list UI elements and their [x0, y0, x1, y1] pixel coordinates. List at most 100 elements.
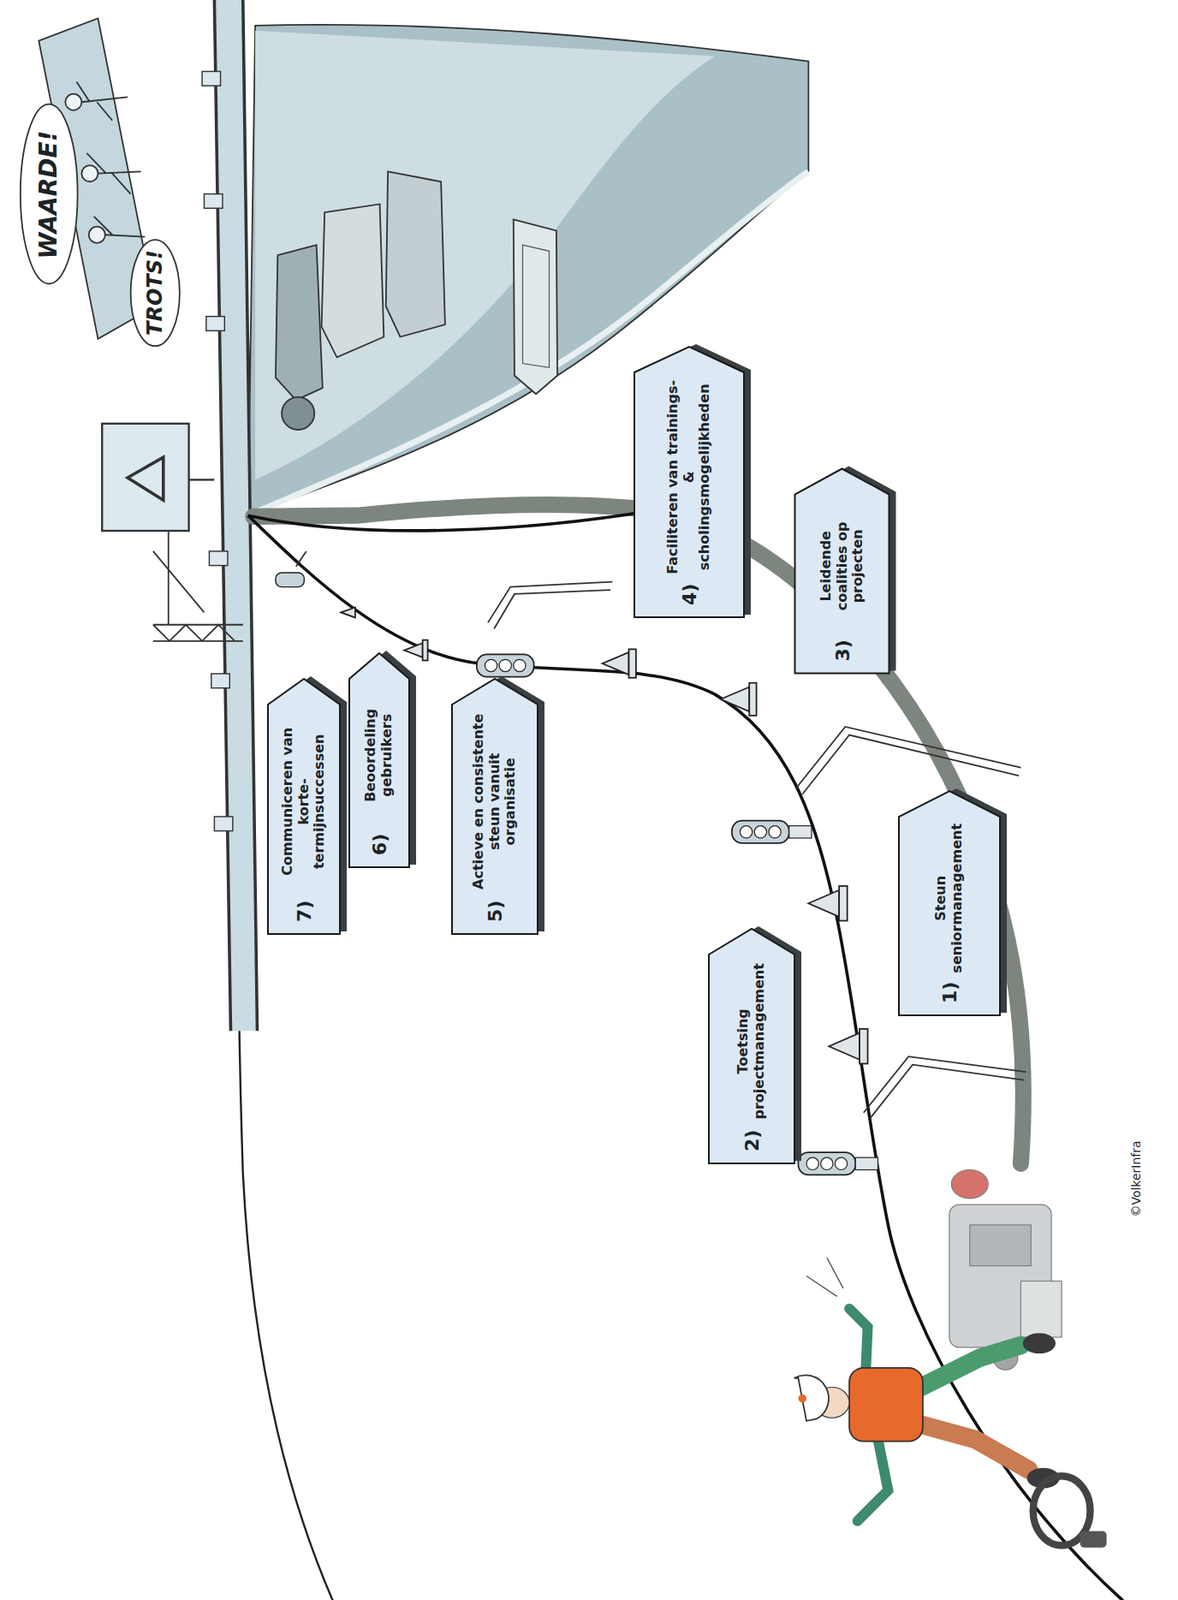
signpost-text: Beoordeling gebruikers — [362, 685, 396, 826]
signpost: 5) Actieve en consistente steun vanuit or… — [452, 678, 538, 935]
recycling-symbol — [127, 457, 164, 500]
worker — [794, 1257, 1060, 1522]
recycling-sign — [101, 423, 189, 531]
signpost-arrow — [267, 678, 340, 935]
callout-number: 4) — [678, 583, 701, 606]
cone-base — [838, 886, 848, 922]
signpost-content: 7)Communiceren van korte-termijnsuccesse… — [267, 678, 340, 935]
lamp — [754, 826, 767, 839]
exclamation: WAARDE! — [35, 130, 64, 259]
signpost: 4) Faciliteren van trainings- & scholings… — [634, 346, 744, 618]
lamp — [484, 659, 497, 672]
road-line — [248, 510, 654, 531]
quay-edge — [214, 0, 231, 1031]
tugboat — [281, 397, 315, 430]
signpost-content: 3) Leidende coalities op projecten — [794, 469, 889, 674]
cone-base — [859, 1029, 869, 1065]
signpost: 7)Communiceren van korte-termijnsuccesse… — [267, 678, 340, 935]
pier — [208, 551, 227, 566]
sign-posts — [296, 551, 1027, 1119]
crane — [153, 530, 244, 642]
person-head — [89, 226, 106, 244]
cone-base — [749, 683, 756, 716]
pier — [202, 71, 221, 86]
pier — [211, 673, 230, 689]
red-helmet — [951, 1169, 988, 1198]
signpost-content: 4) Faciliteren van trainings- & scholings… — [634, 346, 744, 618]
person-body — [86, 153, 141, 195]
person-body — [76, 81, 128, 120]
callout-number: 1) — [939, 981, 961, 1004]
exclamation: TROTS! — [142, 249, 167, 336]
signpost-text: Communiceren van korte-termijnsuccessen — [279, 711, 329, 893]
cone — [340, 606, 356, 618]
ship — [275, 244, 323, 400]
traffic-light-post — [855, 1157, 878, 1170]
traffic-light — [731, 821, 812, 844]
boot — [1023, 1332, 1056, 1354]
illustration-group — [20, 0, 1124, 1600]
signpost: 1) Steun seniormanagement — [898, 791, 1000, 1016]
speech-bubble — [20, 104, 78, 285]
signpost-arrow — [452, 678, 538, 935]
arm — [849, 1308, 868, 1374]
signpost-arrow — [898, 791, 1000, 1016]
signpost-text: Steun seniormanagement — [933, 823, 966, 974]
sign-post — [296, 551, 307, 567]
quay-piers — [202, 71, 233, 831]
signpost-content: 2) Toetsing projectmanagement — [708, 928, 795, 1164]
ship — [513, 219, 558, 394]
crane-boom — [153, 624, 244, 642]
traffic-light-body — [275, 572, 304, 588]
signpost-text: Toetsing projectmanagement — [735, 961, 768, 1122]
cone — [808, 890, 839, 917]
signpost-arrow — [634, 346, 744, 618]
traffic-light-post — [789, 826, 812, 839]
lamp — [821, 1157, 833, 1170]
leg — [918, 1345, 1021, 1389]
controller-grip — [1080, 1531, 1107, 1548]
traffic-light-body — [797, 1152, 856, 1175]
traffic-light — [797, 1152, 878, 1175]
machine — [949, 1169, 1062, 1370]
cone-base — [629, 648, 637, 678]
person-body — [94, 216, 146, 238]
cone — [602, 652, 630, 675]
pier — [206, 316, 225, 332]
signpost-text: Leidende coalities op projecten — [817, 501, 867, 632]
cone — [404, 642, 423, 658]
callout-number: 5) — [484, 900, 506, 923]
crane-cable — [153, 530, 205, 625]
signpost: 3) Leidende coalities op projecten — [794, 469, 889, 674]
sign-post — [189, 478, 215, 481]
vest — [849, 1368, 923, 1442]
signpost-arrow — [708, 928, 795, 1164]
traffic-light-body — [731, 821, 790, 844]
ship-deck — [523, 244, 550, 368]
lamp — [739, 826, 752, 839]
sign-post — [487, 582, 613, 630]
lamp — [768, 826, 781, 839]
crane-lattice — [153, 624, 235, 642]
signpost-content: 6)Beoordeling gebruikers — [349, 653, 410, 868]
signpost-text: Actieve en consistente steun vanuit orga… — [470, 711, 520, 893]
signpost: 6)Beoordeling gebruikers — [349, 653, 410, 868]
callout-number: 3) — [831, 639, 853, 661]
ship — [386, 171, 446, 337]
traffic-light — [476, 654, 535, 677]
cone-base — [422, 640, 429, 661]
signpost-text: Faciliteren van trainings- & scholingsmo… — [665, 379, 714, 576]
signpost-arrow — [349, 653, 410, 868]
machine-panel — [969, 1225, 1032, 1267]
callout-number: 2) — [741, 1130, 763, 1152]
ship — [321, 203, 385, 357]
helmet — [794, 1374, 829, 1421]
sign-post — [863, 1056, 1027, 1119]
road-line — [248, 515, 1124, 1600]
cone — [828, 1033, 860, 1060]
person-head — [81, 165, 98, 182]
signpost: 2) Toetsing projectmanagement — [708, 928, 795, 1164]
traffic-light — [275, 572, 304, 588]
